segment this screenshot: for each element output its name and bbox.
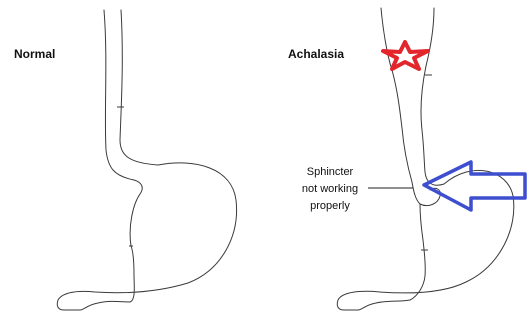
normal-esophagus-right-wall [120,10,158,165]
callout-line-1: Sphincter [307,166,354,178]
normal-esophagus-left-wall [104,10,134,180]
normal-stomach-outline [57,163,236,310]
star-icon [383,42,428,69]
normal-panel: Normal [14,10,237,310]
callout-line-2: not working [302,183,358,195]
left-arrow-icon [424,162,525,210]
achalasia-esophagus-right-wall [421,8,444,185]
achalasia-stomach-outline [337,170,514,310]
star-shape [383,42,428,69]
arrow-shape [424,162,525,210]
achalasia-esophagus-left-wall [381,8,420,204]
sphincter-callout: Sphincter not working properly [302,166,413,212]
normal-title: Normal [14,47,55,61]
achalasia-panel: Achalasia Sphincter not working properly [288,8,525,310]
callout-line-3: properly [310,200,350,212]
achalasia-title: Achalasia [288,47,344,61]
